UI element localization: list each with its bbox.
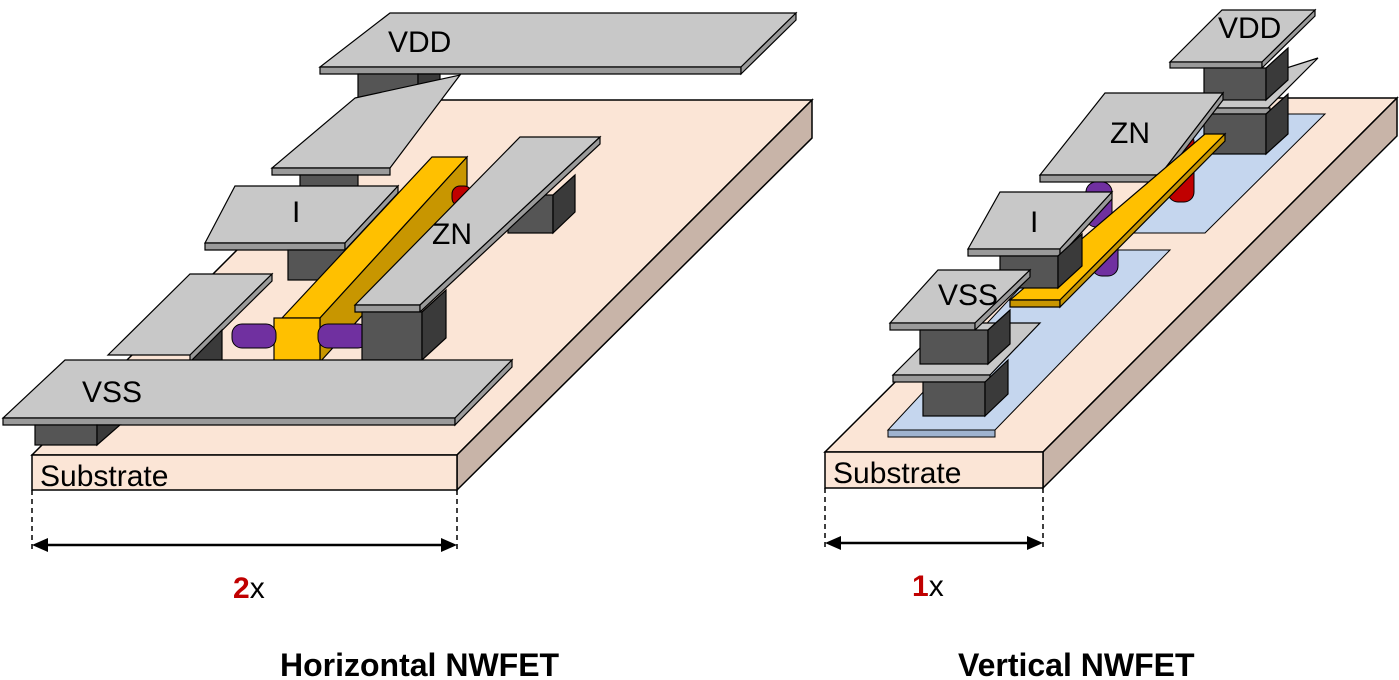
h-input-strip — [204, 184, 400, 281]
v-substrate-label: Substrate — [833, 457, 961, 490]
v-width-factor: 1 — [912, 570, 929, 603]
v-vdd-label: VDD — [1218, 12, 1281, 45]
h-output-strip — [353, 135, 602, 362]
v-input-label: I — [1030, 206, 1038, 239]
h-width-dimension — [31, 490, 458, 552]
v-width-label: 1x — [912, 570, 944, 603]
vertical-nwfet: Substrate VDD ZN — [823, 8, 1399, 680]
v-caption: Vertical NWFET — [958, 647, 1195, 680]
h-substrate-label: Substrate — [40, 460, 168, 493]
h-vss-label: VSS — [82, 376, 142, 409]
h-input-label: I — [292, 196, 300, 229]
h-vdd-label: VDD — [388, 26, 451, 59]
v-output-label: ZN — [1110, 117, 1150, 150]
h-metal-strip-lower — [106, 272, 274, 364]
v-width-unit: x — [929, 570, 944, 603]
h-width-label: 2x — [233, 572, 265, 605]
v-input-strip — [966, 190, 1114, 290]
horizontal-nwfet: Substrate VDD I — [1, 11, 814, 680]
v-vss-stack — [888, 268, 1042, 418]
h-caption: Horizontal NWFET — [280, 647, 560, 680]
h-vss-rail — [1, 358, 514, 447]
v-vss-label: VSS — [938, 279, 998, 312]
h-output-label: ZN — [432, 218, 472, 251]
h-nanowires — [231, 323, 369, 349]
v-width-dimension — [824, 488, 1044, 550]
v-vdd-stack — [1168, 8, 1319, 156]
h-metal-strip-upper — [270, 74, 462, 188]
h-width-factor: 2 — [233, 572, 250, 605]
h-width-unit: x — [250, 572, 265, 605]
